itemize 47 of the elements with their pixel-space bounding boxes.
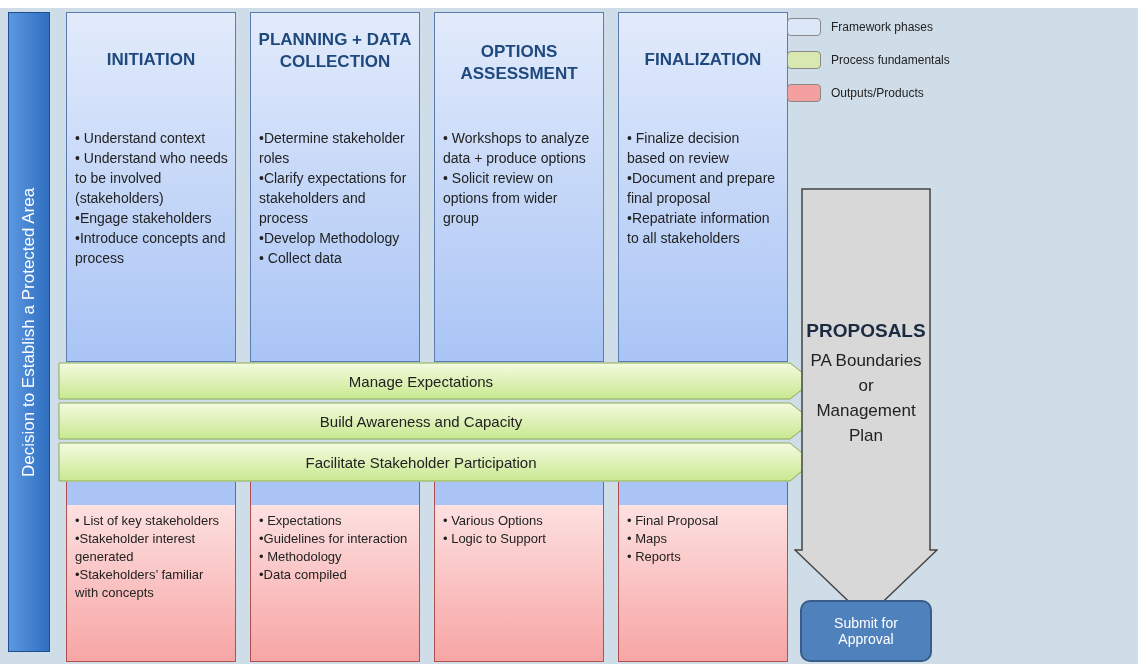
- bullet-item: •Stakeholders’ familiar with concepts: [75, 566, 205, 602]
- phase-title: OPTIONS ASSESSMENT: [459, 41, 579, 85]
- bullet-item: • Reports: [627, 548, 682, 566]
- bullet-item: • Understand who needs to be involved (stakeholders): [75, 149, 229, 208]
- bullet-item: •Introduce concepts and process: [75, 229, 227, 268]
- bullet-item: •Clarify expectations for stakeholders and process: [259, 169, 408, 228]
- bullet-item: • Solicit review on options from wider group: [443, 169, 559, 228]
- output-box: [618, 482, 788, 662]
- phase-column: [618, 12, 788, 362]
- decision-bar: Decision to Establish a Protected Area: [8, 12, 50, 652]
- bullet-item: • Understand context: [75, 129, 207, 148]
- bullet-item: • Expectations: [259, 512, 343, 530]
- phase-title: INITIATION: [105, 49, 197, 71]
- bullet-item: • Various Options: [443, 512, 544, 530]
- band-label: Facilitate Stakeholder Participation: [304, 452, 538, 473]
- bullet-item: • Maps: [627, 530, 668, 548]
- bullet-item: • Methodology: [259, 548, 343, 566]
- bullet-item: •Engage stakeholders: [75, 209, 213, 228]
- bullet-item: • Finalize decision based on review: [627, 129, 741, 168]
- bullet-item: •Data compiled: [259, 566, 348, 584]
- legend-text: Process fundamentals: [831, 53, 950, 67]
- bullet-item: • List of key stakeholders: [75, 512, 220, 530]
- bullet-item: •Stakeholder interest generated: [75, 530, 197, 566]
- approval-box: Submit for Approval: [800, 600, 932, 662]
- phase-title: FINALIZATION: [643, 49, 763, 71]
- phase-column: [250, 12, 420, 362]
- band-label: Build Awareness and Capacity: [318, 411, 524, 432]
- phase-column: [434, 12, 604, 362]
- bullet-item: • Collect data: [259, 249, 343, 268]
- bullet-item: •Determine stakeholder roles: [259, 129, 406, 168]
- arrow-text: PA Boundaries or Management Plan: [809, 350, 923, 447]
- bullet-item: • Logic to Support: [443, 530, 547, 548]
- phase-title: PLANNING + DATA COLLECTION: [257, 29, 413, 73]
- bullet-item: •Document and prepare final proposal: [627, 169, 777, 208]
- bullet-item: •Guidelines for interaction: [259, 530, 409, 548]
- legend-text: Outputs/Products: [831, 86, 924, 100]
- bullet-item: • Final Proposal: [627, 512, 720, 530]
- band-label: Manage Expectations: [347, 371, 495, 392]
- bullet-item: •Repatriate information to all stakeholders: [627, 209, 771, 248]
- output-box: [66, 482, 236, 662]
- output-box: [250, 482, 420, 662]
- legend-text: Framework phases: [831, 20, 934, 34]
- arrow-title: PROPOSALS: [805, 320, 927, 342]
- output-box: [434, 482, 604, 662]
- bullet-item: •Develop Methodology: [259, 229, 401, 248]
- phase-column: [66, 12, 236, 362]
- bullet-item: • Workshops to analyze data + produce options: [443, 129, 591, 168]
